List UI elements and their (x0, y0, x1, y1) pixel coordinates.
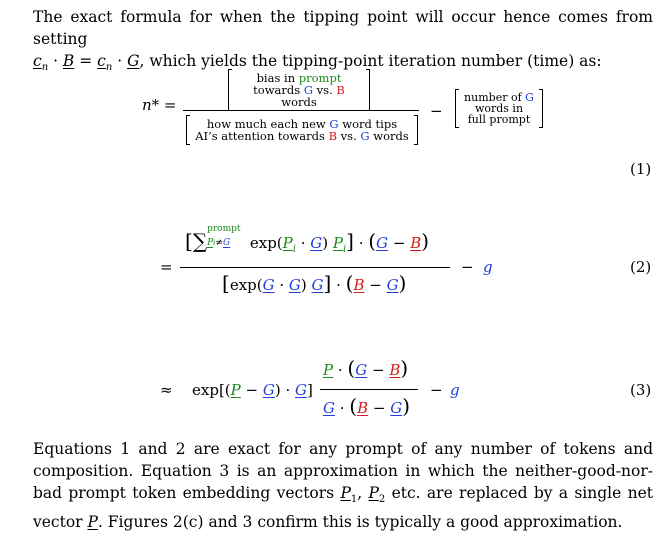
eq3-g: g (450, 381, 460, 399)
eq3-approx: ≈ (160, 381, 173, 399)
eq1-number: (1) (630, 160, 652, 178)
eq3-fraction-line (320, 389, 418, 390)
eq3-minus: − (430, 381, 443, 399)
intro-paragraph: The exact formula for when the tipping p… (33, 8, 653, 73)
symbol-P1: P (340, 484, 351, 502)
eq1-minus: − (430, 102, 443, 120)
eq1-right-box: number of G words in full prompt (455, 89, 543, 128)
eq2-equals: = (160, 258, 173, 276)
eq2-g: g (483, 258, 493, 276)
eq2-number: (2) (630, 258, 652, 276)
eq1-lhs: n* = (142, 96, 177, 114)
eq2-fraction-line (180, 267, 450, 268)
eq2-denominator: [exp(G · G) G] · (B − G) (222, 271, 407, 295)
symbol-B: B (62, 52, 75, 70)
eq3-denominator: G · (B − G) (323, 394, 411, 418)
eq1-numerator-box: bias in prompt towards G vs. B words (228, 69, 370, 111)
intro-line2-tail: , which yields the tipping-point iterati… (139, 52, 602, 70)
outro-paragraph: Equations 1 and 2 are exact for any prom… (33, 440, 653, 531)
symbol-c: c (33, 52, 42, 70)
symbol-P2: P (368, 484, 379, 502)
eq3-exp-term: exp[(P − G) · G] (192, 381, 313, 399)
eq3-numerator: P · (G − B) (323, 356, 409, 380)
eq3-number: (3) (630, 381, 652, 399)
eq1-denominator-box: how much each new G word tips AI’s atten… (186, 115, 418, 145)
symbol-P: P (87, 513, 98, 531)
eq1-fraction-line (183, 110, 419, 111)
symbol-G: G (127, 52, 140, 70)
eq2-minus: − (461, 258, 474, 276)
intro-line1: The exact formula for when the tipping p… (33, 8, 653, 48)
